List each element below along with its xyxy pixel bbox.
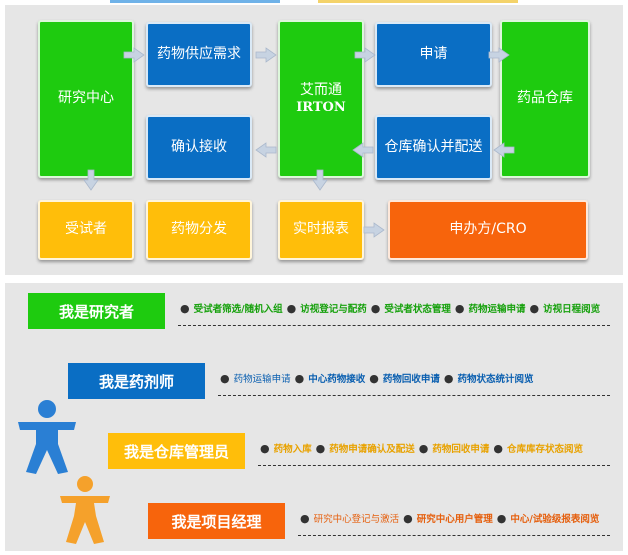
apply-box: 申请 — [375, 22, 492, 87]
sponsor-cro-box: 申办方/CRO — [388, 200, 588, 260]
pharmacist-item: 药物运输申请 — [233, 374, 291, 385]
drug-warehouse-label: 药品仓库 — [517, 90, 573, 107]
realtime-report-label: 实时报表 — [293, 221, 349, 238]
irton-en-label: IRTON — [296, 99, 346, 115]
role-project-manager-label: 我是项目经理 — [171, 512, 262, 531]
warehouse-manager-item: 药物入库 — [273, 444, 312, 455]
role-researcher-divider — [178, 325, 610, 326]
person-blue-icon — [18, 400, 76, 474]
arrow-report-to-sponsor-icon — [363, 222, 385, 238]
pharmacist-item: 中心药物接收 — [308, 374, 366, 385]
arrow-irton-to-report-icon — [312, 169, 328, 191]
warehouse-manager-item: 药物申请确认及配送 — [329, 444, 415, 455]
project-manager-item: 研究中心登记与激活 — [313, 514, 400, 525]
apply-label: 申请 — [419, 45, 448, 62]
arrow-research-to-subject-icon — [83, 169, 99, 191]
role-warehouse-manager-label: 我是仓库管理员 — [123, 442, 229, 461]
drug-supply-demand-label: 药物供应需求 — [157, 45, 241, 62]
irton-cn-label: 艾而通 — [300, 82, 342, 99]
person-orange-icon — [60, 476, 110, 544]
arrow-warehouse-to-confirm-icon — [493, 142, 515, 158]
role-warehouse-manager-divider — [258, 465, 610, 466]
research-center-label: 研究中心 — [58, 90, 114, 107]
role-warehouse-manager-items: ●药物入库 ●药物申请确认及配送 ●药物回收申请 ●仓库库存状态阅览 — [260, 441, 583, 456]
confirm-receipt-box: 确认接收 — [146, 115, 252, 180]
arrow-irton-to-apply-icon — [354, 47, 376, 63]
sponsor-cro-label: 申办方/CRO — [449, 221, 527, 238]
drug-dispense-box: 药物分发 — [146, 200, 252, 260]
realtime-report-box: 实时报表 — [278, 200, 364, 260]
irton-box: 艾而通 IRTON — [278, 20, 364, 178]
pharmacist-item: 药物状态统计阅览 — [457, 374, 534, 385]
drug-supply-demand-box: 药物供应需求 — [146, 22, 252, 87]
role-pharmacist-divider — [218, 395, 610, 396]
subject-box: 受试者 — [38, 200, 134, 260]
role-pharmacist-label: 我是药剂师 — [98, 372, 174, 391]
warehouse-manager-item: 药物回收申请 — [432, 444, 490, 455]
arrow-apply-to-warehouse-icon — [488, 47, 510, 63]
researcher-item: 受试者筛选/随机入组 — [193, 304, 283, 315]
flow-arrows — [83, 47, 515, 238]
role-project-manager-badge: 我是项目经理 — [148, 503, 285, 539]
project-manager-item: 研究中心用户管理 — [416, 514, 493, 525]
confirm-receipt-label: 确认接收 — [171, 138, 227, 155]
researcher-item: 受试者状态管理 — [384, 304, 451, 315]
arrow-supply-to-irton-icon — [255, 47, 277, 63]
role-pharmacist-badge: 我是药剂师 — [68, 363, 205, 399]
role-pharmacist-items: ●药物运输申请 ●中心药物接收 ●药物回收申请 ●药物状态统计阅览 — [220, 371, 534, 386]
drug-dispense-label: 药物分发 — [171, 221, 227, 238]
role-researcher-label: 我是研究者 — [58, 302, 134, 321]
pharmacist-item: 药物回收申请 — [382, 374, 440, 385]
warehouse-manager-item: 仓库库存状态阅览 — [506, 444, 583, 455]
role-project-manager-divider — [298, 535, 610, 536]
drug-warehouse-box: 药品仓库 — [500, 20, 590, 178]
arrow-research-to-supply-icon — [123, 47, 145, 63]
top-bar-yellow — [318, 0, 518, 3]
researcher-item: 药物运输申请 — [468, 304, 526, 315]
project-manager-item: 中心/试验级报表阅览 — [510, 514, 600, 525]
subject-label: 受试者 — [65, 221, 107, 238]
research-center-box: 研究中心 — [38, 20, 134, 178]
warehouse-confirm-box: 仓库确认并配送 — [375, 115, 492, 180]
role-researcher-items: ●受试者筛选/随机入组 ●访视登记与配药 ●受试者状态管理 ●药物运输申请 ●访… — [180, 301, 601, 316]
warehouse-confirm-label: 仓库确认并配送 — [384, 138, 483, 155]
role-researcher-badge: 我是研究者 — [28, 293, 165, 329]
arrow-confirm-to-irton-icon — [352, 142, 374, 158]
researcher-item: 访视日程阅览 — [543, 304, 601, 315]
top-bar-blue — [110, 0, 280, 3]
role-warehouse-manager-badge: 我是仓库管理员 — [108, 433, 245, 469]
arrow-irton-to-receipt-icon — [255, 142, 277, 158]
researcher-item: 访视登记与配药 — [300, 304, 367, 315]
role-project-manager-items: ●研究中心登记与激活 ●研究中心用户管理 ●中心/试验级报表阅览 — [300, 511, 600, 526]
